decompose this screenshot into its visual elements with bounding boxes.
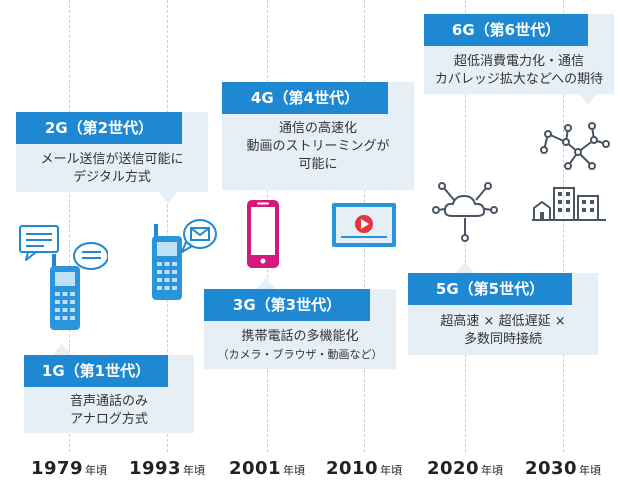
timeline-guide-1979 (69, 0, 70, 452)
city-buildings-icon (532, 187, 606, 221)
1g-card: 1G（第1世代） 音声通話のみ アナログ方式 (24, 355, 194, 433)
timeline-guide-1993 (167, 0, 168, 452)
timeline-guide-2030 (563, 0, 564, 452)
5g-card-line: 多数同時接続 (463, 332, 542, 347)
6g-card-pointer (578, 93, 598, 105)
4g-card: 4G（第4世代） 通信の高速化 動画のストリーミングが 可能に (222, 82, 414, 190)
1g-card-line: 音声通話のみ (69, 394, 148, 409)
cloud-network-icon (432, 182, 498, 242)
2g-card-pointer (158, 191, 178, 203)
2g-card-title: 2G（第2世代） (16, 112, 182, 144)
feature-phone-icon (50, 254, 80, 330)
2g-card-line: メール送信が送信可能に (40, 152, 184, 167)
6g-card: 6G（第6世代） 超低消費電力化・通信 カバレッジ拡大などへの期待 (424, 14, 614, 94)
5g-card: 5G（第5世代） 超高速 × 超低遅延 × 多数同時接続 (408, 273, 598, 355)
2g-card: 2G（第2世代） メール送信が送信可能に デジタル方式 (16, 112, 208, 192)
1g-card-line: アナログ方式 (70, 412, 148, 427)
4g-card-line: 通信の高速化 (278, 121, 357, 136)
6g-card-line: カバレッジ拡大などへの期待 (434, 72, 604, 87)
4g-card-line: 可能に (298, 157, 338, 172)
network-graph-icon (540, 122, 610, 170)
4g-card-line: 動画のストリーミングが (246, 139, 390, 154)
3g-card-title: 3G（第3世代） (204, 289, 370, 321)
chat-bubble-icon (19, 225, 108, 270)
smartphone-icon (247, 200, 279, 268)
mail-icon (181, 219, 217, 253)
4g-card-pointer (364, 178, 384, 190)
6g-card-title: 6G（第6世代） (424, 14, 588, 46)
5g-card-line: 超高速 × 超低遅延 × (440, 314, 566, 329)
5g-card-title: 5G（第5世代） (408, 273, 572, 305)
3g-card-line: 携帯電話の多機能化 (241, 329, 359, 344)
3g-card-line: （カメラ・ブラウザ・動画など） (217, 348, 383, 361)
1g-card-title: 1G（第1世代） (24, 355, 168, 387)
5g-card-pointer (455, 262, 475, 274)
4g-card-title: 4G（第4世代） (222, 82, 388, 114)
1g-card-pointer (52, 344, 72, 356)
6g-card-line: 超低消費電力化・通信 (453, 54, 584, 69)
3g-card: 3G（第3世代） 携帯電話の多機能化 （カメラ・ブラウザ・動画など） (204, 289, 396, 369)
feature-phone-icon (152, 224, 182, 300)
3g-card-pointer (256, 278, 276, 290)
video-player-icon (332, 203, 396, 247)
2g-card-line: デジタル方式 (73, 170, 151, 185)
